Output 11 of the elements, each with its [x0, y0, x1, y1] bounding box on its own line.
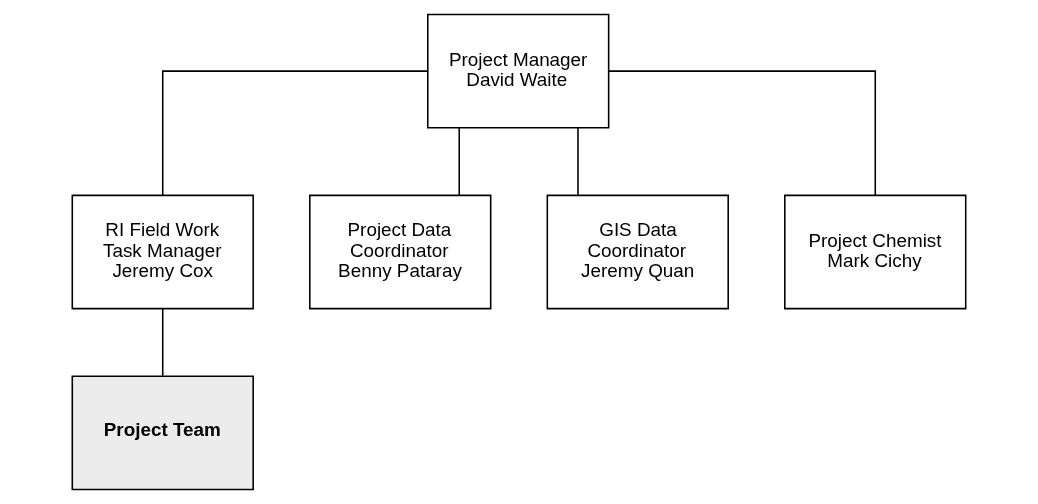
connector	[161, 70, 429, 197]
connector	[458, 127, 460, 196]
connector	[577, 127, 579, 196]
node-box: Project Team	[71, 375, 254, 491]
connector	[608, 70, 877, 197]
connector	[161, 307, 164, 377]
node-box: RI Field Work Task Manager Jeremy Cox	[71, 194, 254, 310]
node-box: Project Chemist Mark Cichy	[784, 194, 967, 310]
node-box: Project Manager David Waite	[427, 13, 610, 129]
node-box: GIS Data Coordinator Jeremy Quan	[546, 194, 729, 310]
node-box: Project Data Coordinator Benny Pataray	[309, 194, 492, 310]
